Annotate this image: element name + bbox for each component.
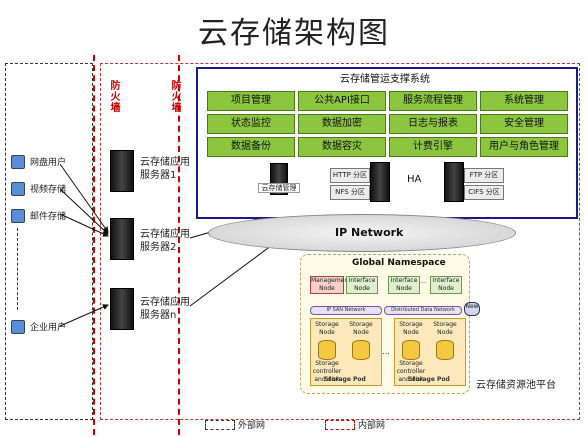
func-logs-reports: 日志与报表: [389, 114, 477, 134]
global-namespace-title: Global Namespace: [352, 258, 446, 268]
storage-pod-label: Storage Pod: [324, 376, 366, 383]
storage-disk: [436, 340, 454, 360]
func-disaster-recovery: 数据容灾: [298, 137, 386, 157]
func-user-role-mgmt: 用户与角色管理: [480, 137, 568, 157]
http-nfs-server: [370, 162, 390, 202]
user-icon: [11, 320, 25, 334]
storage-pod-label: Storage Pod: [408, 376, 450, 383]
storage-controller-label: Storage controller and disk: [396, 360, 426, 383]
arrow-user-to-server: [59, 163, 109, 233]
mgmt-server-label: 云存储管理: [258, 183, 300, 193]
cifs-node: CIFS 分区: [464, 185, 504, 200]
func-billing-engine: 计费引擎: [389, 137, 477, 157]
arrow-user-to-server: [59, 213, 109, 237]
user-label-enterprise: 企业用户: [30, 323, 67, 333]
ip-san-network-bar: IP SAN Network: [310, 306, 382, 315]
app-server-n: [110, 288, 134, 330]
func-security-mgmt: 安全管理: [480, 114, 568, 134]
storage-disk: [352, 340, 370, 360]
interface-node: Interface Node: [430, 276, 462, 294]
ip-network-label: IP Network: [335, 226, 404, 239]
interface-node: Interface Node: [388, 276, 420, 294]
firewall-label-2: 防火墙: [169, 80, 180, 113]
storage-disk: [318, 340, 336, 360]
distributed-data-network-bar: Distributed Data Network: [384, 306, 462, 315]
legend-external-label: 外部网: [238, 421, 266, 431]
http-node: HTTP 分区: [330, 168, 370, 183]
arrow-user-to-server: [59, 188, 109, 235]
app-server-2-label: 云存储应用服务器2: [140, 229, 190, 253]
management-node: Management Node: [310, 276, 351, 294]
user-icon: [11, 182, 25, 196]
ftp-node: FTP 分区: [464, 168, 504, 183]
arrow-user-to-server: [59, 304, 109, 327]
storage-node-label: Storage Node: [315, 321, 339, 336]
internal-network-region: [100, 63, 580, 420]
ftp-cifs-server: [444, 162, 464, 202]
func-public-api: 公共API接口: [298, 91, 386, 111]
users-ellipsis-line: [17, 228, 18, 310]
storage-disk: [402, 340, 420, 360]
legend-internal-label: 内部网: [358, 421, 386, 431]
app-server-1-label: 云存储应用服务器1: [140, 157, 190, 181]
storage-controller-label: Storage controller and disk: [312, 360, 342, 383]
func-data-encryption: 数据加密: [298, 114, 386, 134]
app-server-n-label: 云存储应用服务器n: [140, 297, 190, 321]
func-system-mgmt: 系统管理: [480, 91, 568, 111]
func-service-flow: 服务流程管理: [389, 91, 477, 111]
app-server-1: [110, 150, 134, 192]
storage-node-label: Storage Node: [433, 321, 457, 336]
func-data-backup: 数据备份: [207, 137, 295, 157]
storage-node-label: Storage Node: [349, 321, 373, 336]
app-server-2: [110, 218, 134, 260]
firewall-line-1: [93, 55, 95, 435]
legend-external-swatch: [205, 420, 235, 430]
ellipsis: …: [420, 278, 426, 285]
page-title: 云存储架构图: [198, 16, 390, 51]
user-label-web-disk: 网盘用户: [30, 158, 67, 168]
ip-network-cloud: [208, 214, 516, 252]
func-status-monitor: 状态监控: [207, 114, 295, 134]
ops-support-system-title: 云存储管运支撑系统: [340, 74, 430, 85]
ellipsis: …: [382, 347, 390, 356]
new-node-badge: New: [464, 302, 480, 316]
external-network-region: [5, 63, 93, 420]
user-label-mail: 邮件存储: [30, 212, 67, 222]
legend-internal-swatch: [325, 420, 355, 430]
storage-node-label: Storage Node: [399, 321, 423, 336]
user-label-video: 视频存储: [30, 185, 67, 195]
ha-label: HA: [407, 174, 422, 185]
user-icon: [11, 155, 25, 169]
interface-node: Interface Node: [346, 276, 378, 294]
user-icon: [11, 209, 25, 223]
firewall-line-2: [178, 55, 180, 435]
platform-label: 云存储资源池平台: [476, 380, 556, 391]
nfs-node: NFS 分区: [330, 185, 370, 200]
func-project-mgmt: 项目管理: [207, 91, 295, 111]
firewall-label-1: 防火墙: [108, 80, 119, 113]
